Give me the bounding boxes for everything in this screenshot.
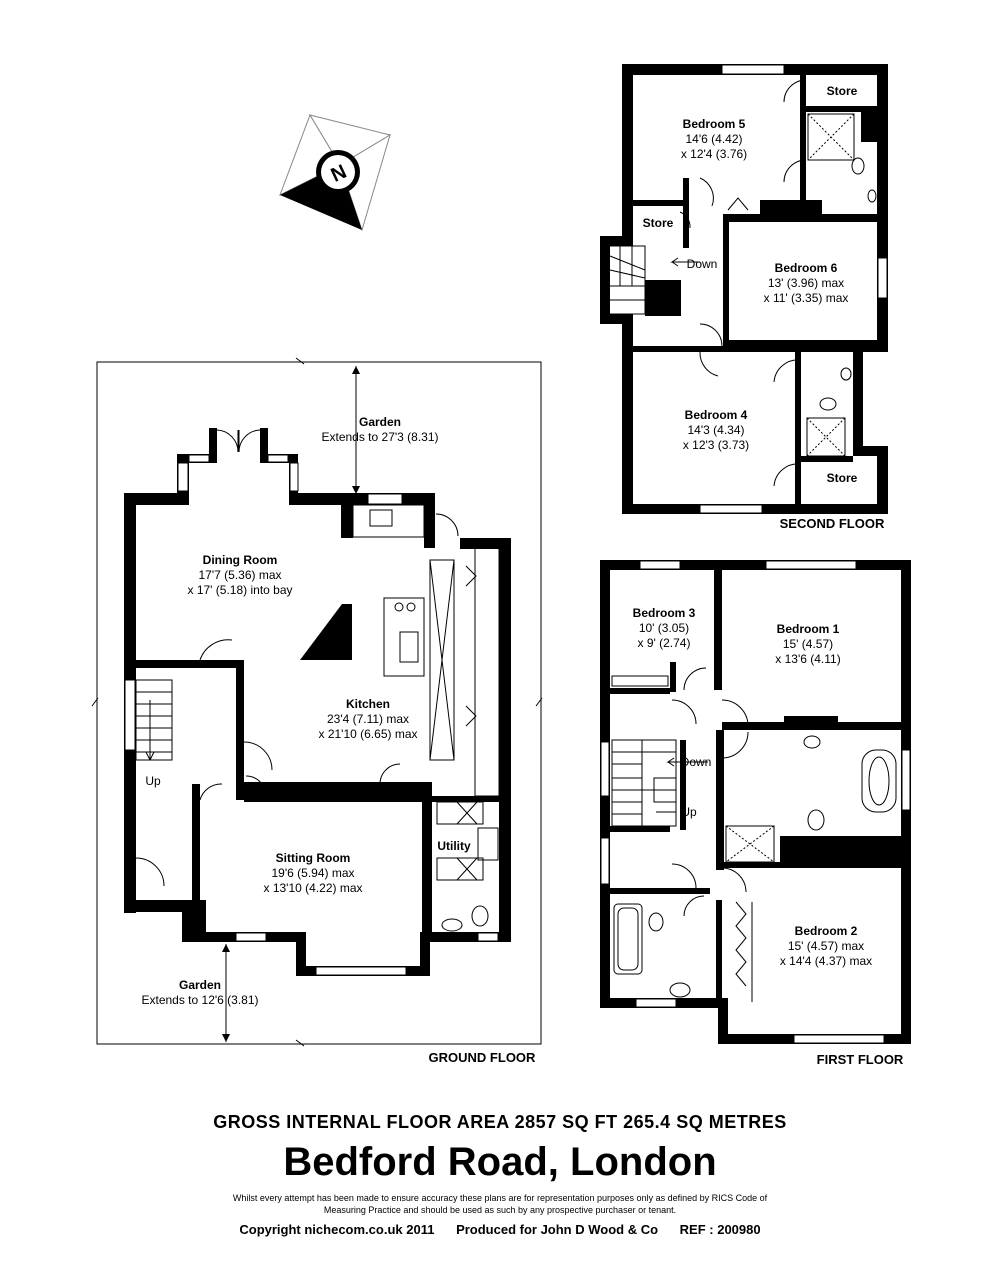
dining-room-dims-1: 17'7 (5.36) max [199, 568, 282, 582]
bedroom-4-dims-1: 14'3 (4.34) [688, 423, 745, 437]
sitting-room-dims-2: x 13'10 (4.22) max [263, 881, 362, 895]
reference-text: REF : 200980 [679, 1222, 761, 1237]
gross-floor-area: GROSS INTERNAL FLOOR AREA 2857 SQ FT 265… [213, 1112, 787, 1132]
copyright-text: Copyright nichecom.co.uk 2011 [239, 1222, 435, 1237]
kitchen-name: Kitchen [346, 697, 390, 711]
ground-floor-label: GROUND FLOOR [429, 1050, 536, 1065]
bedroom-3-dims-1: 10' (3.05) [639, 621, 689, 635]
bedroom-4-name: Bedroom 4 [685, 408, 748, 422]
first-floor-plan: Bedroom 3 10' (3.05) x 9' (2.74) Bedroom… [600, 560, 911, 1067]
second-floor-label: SECOND FLOOR [780, 516, 885, 531]
bedroom-5-dims-2: x 12'4 (3.76) [681, 147, 747, 161]
bedroom-3-dims-2: x 9' (2.74) [638, 636, 691, 650]
dining-room-name: Dining Room [203, 553, 278, 567]
kitchen-dims-2: x 21'10 (6.65) max [318, 727, 417, 741]
credits-line: Copyright nichecom.co.uk 2011 Produced f… [0, 1222, 1000, 1237]
store-bottom-name: Store [827, 471, 858, 485]
sitting-room-name: Sitting Room [276, 851, 351, 865]
ground-garden-front-dims: Extends to 12'6 (3.81) [141, 993, 258, 1007]
ground-stairs-up-label: Up [145, 774, 161, 788]
bedroom-5-dims-1: 14'6 (4.42) [686, 132, 743, 146]
first-floor-label: FIRST FLOOR [817, 1052, 904, 1067]
property-address: Bedford Road, London [283, 1140, 717, 1184]
bedroom-1-dims-1: 15' (4.57) [783, 637, 833, 651]
bedroom-2-dims-2: x 14'4 (4.37) max [780, 954, 872, 968]
second-stairs-down-label: Down [687, 257, 718, 271]
utility-name: Utility [437, 839, 471, 853]
bedroom-5-name: Bedroom 5 [683, 117, 746, 131]
ground-garden-rear-name: Garden [359, 415, 401, 429]
bedroom-3-name: Bedroom 3 [633, 606, 696, 620]
bedroom-4-dims-2: x 12'3 (3.73) [683, 438, 749, 452]
disclaimer-line-2: Measuring Practice and should be used as… [323, 1205, 677, 1215]
plot-boundary [96, 361, 542, 1045]
store-top-name: Store [827, 84, 858, 98]
bedroom-6-dims-2: x 11' (3.35) max [764, 291, 849, 305]
sitting-room-dims-1: 19'6 (5.94) max [272, 866, 355, 880]
ground-floor-plan: Garden Extends to 27'3 (8.31) Dining Roo… [91, 357, 543, 1065]
store-left-name: Store [643, 216, 674, 230]
dining-room-dims-2: x 17' (5.18) into bay [187, 583, 292, 597]
kitchen-dims-1: 23'4 (7.11) max [327, 712, 409, 726]
bedroom-6-name: Bedroom 6 [775, 261, 838, 275]
second-floor-plan: Bedroom 5 14'6 (4.42) x 12'4 (3.76) Stor… [600, 64, 888, 531]
ground-garden-front-name: Garden [179, 978, 221, 992]
bedroom-6-dims-1: 13' (3.96) max [768, 276, 844, 290]
first-stairs-up-label: Up [681, 805, 697, 819]
bedroom-1-name: Bedroom 1 [777, 622, 840, 636]
disclaimer-line-1: Whilst every attempt has been made to en… [232, 1193, 768, 1203]
ground-garden-rear-dims: Extends to 27'3 (8.31) [321, 430, 438, 444]
disclaimer: Whilst every attempt has been made to en… [0, 1192, 1000, 1216]
north-compass-icon: N [279, 113, 392, 232]
bedroom-2-dims-1: 15' (4.57) max [788, 939, 864, 953]
bedroom-1-dims-2: x 13'6 (4.11) [775, 652, 840, 666]
produced-for-text: Produced for John D Wood & Co [456, 1222, 659, 1237]
bedroom-2-name: Bedroom 2 [795, 924, 858, 938]
first-stairs-down-label: Down [681, 755, 712, 769]
